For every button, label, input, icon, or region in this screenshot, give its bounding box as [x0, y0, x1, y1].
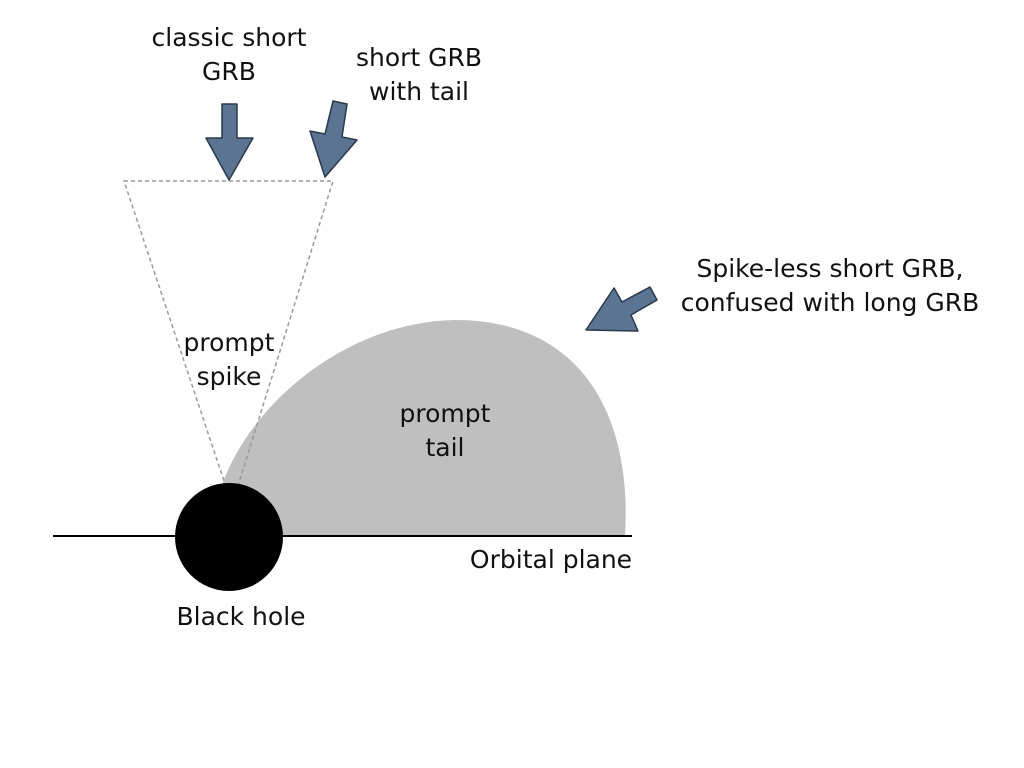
arrow-icon-short-grb-with-tail: [309, 100, 358, 178]
prompt-spike-cone: [122, 180, 335, 508]
label-short-grb-with-tail: short GRB with tail: [355, 43, 483, 106]
prompt-tail-region: [222, 320, 626, 535]
arrow-icon-spike-less-short-grb: [585, 286, 658, 332]
label-prompt-tail: prompt tail: [399, 399, 491, 462]
label-black-hole: Black hole: [176, 602, 306, 631]
label-classic-short-grb: classic short GRB: [151, 23, 307, 86]
label-prompt-spike: prompt spike: [183, 328, 275, 391]
label-spike-less-short-grb: Spike-less short GRB, confused with long…: [680, 254, 980, 317]
arrow-icon-classic-short-grb: [205, 103, 254, 181]
black-hole-circle: [175, 483, 283, 591]
label-orbital-plane: Orbital plane: [469, 545, 633, 574]
